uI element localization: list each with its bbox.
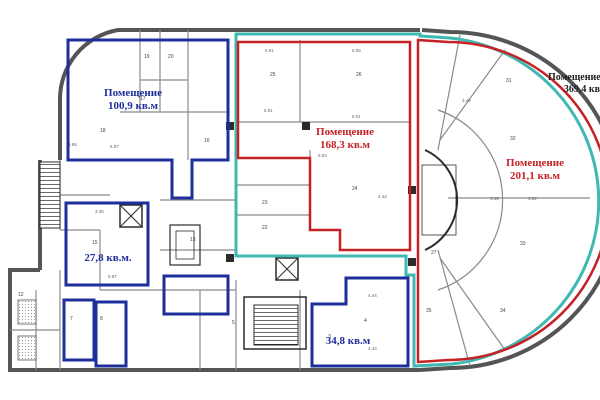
premises-word: Помещение <box>548 72 600 83</box>
svg-text:18: 18 <box>100 128 106 134</box>
svg-text:31: 31 <box>506 78 512 84</box>
svg-text:17: 17 <box>140 96 146 102</box>
svg-text:26: 26 <box>356 72 362 78</box>
svg-text:4: 4 <box>364 318 367 324</box>
svg-text:13: 13 <box>190 237 196 243</box>
premises-word: Помещение <box>104 87 162 99</box>
premises-label-100: Помещение 100,9 кв.м <box>88 87 178 112</box>
premises-outlines-blue <box>62 38 410 368</box>
svg-text:23: 23 <box>262 200 268 206</box>
premises-label-369: Помещение 369,4 кв <box>548 72 600 95</box>
svg-text:3.35: 3.35 <box>95 209 104 214</box>
svg-text:12: 12 <box>18 292 24 298</box>
premises-label-34: 34,8 кв.м <box>318 335 378 348</box>
svg-text:6.08: 6.08 <box>352 48 361 53</box>
premises-area: 34,8 кв.м <box>325 335 371 347</box>
premises-area: 100,9 кв.м <box>107 99 159 112</box>
premises-label-168: Помещение 168,3 кв.м <box>300 126 390 151</box>
svg-text:34: 34 <box>500 308 506 314</box>
svg-text:22: 22 <box>262 225 268 231</box>
svg-text:8: 8 <box>100 316 103 322</box>
svg-text:19: 19 <box>144 54 150 60</box>
room-number-marks: 20 19 17 16 18 25 26 24 23 22 15 13 5 4 3 31 32 33 3… <box>18 54 526 340</box>
svg-text:27: 27 <box>431 250 437 256</box>
svg-text:32: 32 <box>510 136 516 142</box>
svg-text:5.97: 5.97 <box>110 144 119 149</box>
svg-text:4.43: 4.43 <box>368 346 377 351</box>
svg-text:33: 33 <box>520 241 526 247</box>
premises-area: 27,8 кв.м. <box>84 252 132 264</box>
svg-text:3.45: 3.45 <box>462 98 471 103</box>
svg-text:4.42: 4.42 <box>378 194 387 199</box>
svg-text:7: 7 <box>70 316 73 322</box>
premises-label-201: Помещение 201,1 кв.м <box>490 157 580 182</box>
svg-text:15: 15 <box>92 240 98 246</box>
svg-text:4.98: 4.98 <box>68 142 77 147</box>
svg-text:35: 35 <box>426 308 432 314</box>
premises-word: Помещение <box>506 157 564 169</box>
premises-area: 369,4 кв <box>563 83 600 95</box>
svg-text:5.91: 5.91 <box>264 108 273 113</box>
columns <box>226 122 416 266</box>
premises-area: 168,3 кв.м <box>319 138 371 151</box>
svg-text:5.91: 5.91 <box>265 48 274 53</box>
svg-text:3: 3 <box>328 334 331 340</box>
stair-core <box>17 149 459 361</box>
svg-text:4.44: 4.44 <box>368 293 377 298</box>
svg-text:3.92: 3.92 <box>528 196 537 201</box>
svg-text:25: 25 <box>270 72 276 78</box>
svg-text:20: 20 <box>168 54 174 60</box>
premises-outlines-red <box>236 38 600 364</box>
premises-label-27: 27,8 кв.м. <box>78 252 138 265</box>
svg-text:16: 16 <box>204 138 210 144</box>
svg-text:5.97: 5.97 <box>108 274 117 279</box>
svg-text:6.01: 6.01 <box>352 114 361 119</box>
svg-text:5: 5 <box>232 320 235 326</box>
svg-text:3.45: 3.45 <box>490 196 499 201</box>
svg-text:24: 24 <box>352 186 358 192</box>
svg-text:6.83: 6.83 <box>318 153 327 158</box>
premises-word: Помещение <box>316 126 374 138</box>
premises-area: 201,1 кв.м <box>509 169 561 182</box>
dimension-marks: 5.91 6.08 5.91 6.01 6.83 5.97 4.98 3.45 3.45 3… <box>68 48 537 351</box>
